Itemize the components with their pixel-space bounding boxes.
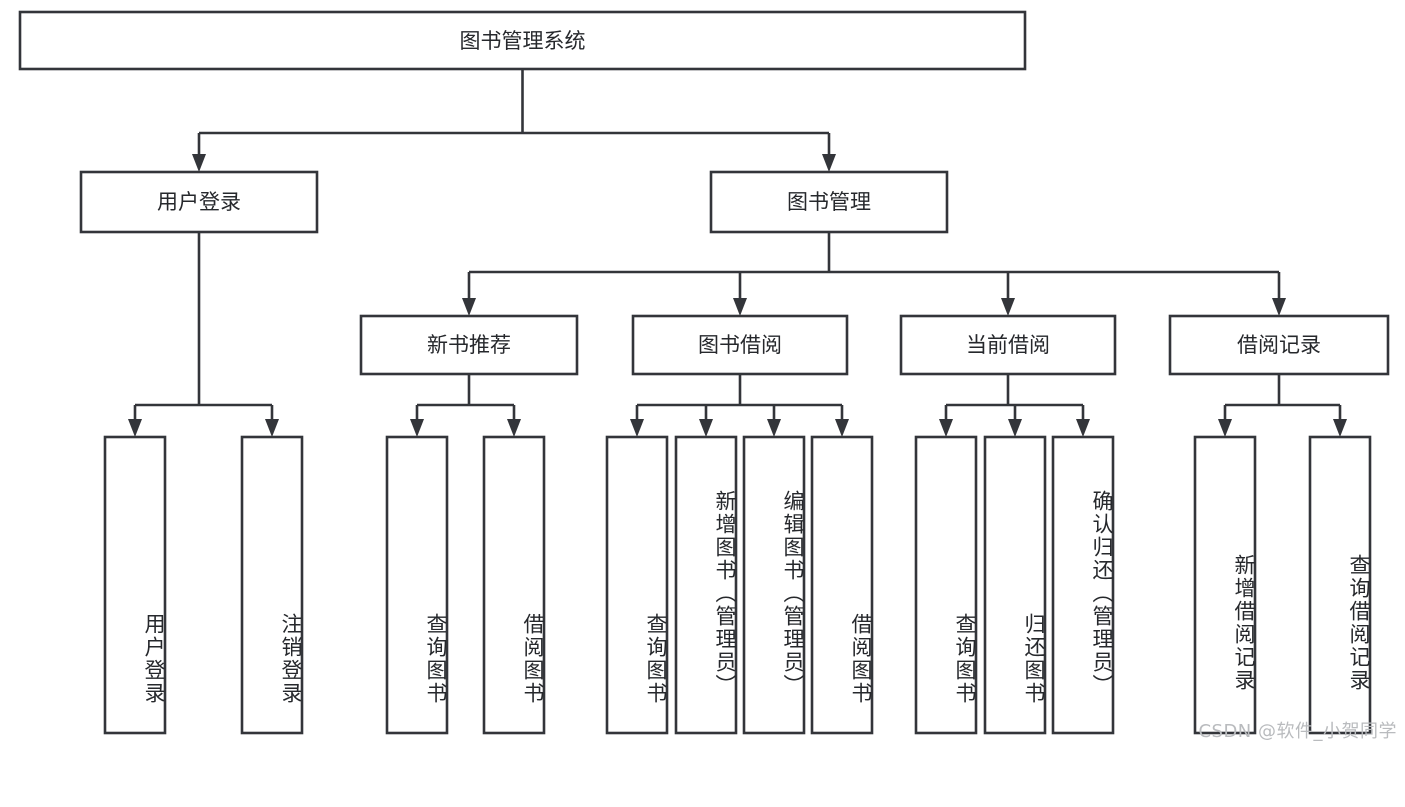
node-new-book-recommend[interactable]: 新书推荐 xyxy=(359,314,579,376)
arrow-head-icon xyxy=(1333,419,1347,437)
leaf-box-borrow-book-new[interactable] xyxy=(482,435,546,735)
arrow-head-icon xyxy=(192,154,206,172)
node-book-borrow[interactable]: 图书借阅 xyxy=(631,314,849,376)
node-borrow-record-label: 借阅记录 xyxy=(1237,333,1321,357)
arrow-head-icon xyxy=(699,419,713,437)
node-borrow-record-box[interactable] xyxy=(1168,314,1390,376)
connector-layer xyxy=(128,69,1347,437)
node-user-login-label: 用户登录 xyxy=(157,190,241,214)
node-book-management-label: 图书管理 xyxy=(787,190,871,214)
leaf-box-confirm-return-admin[interactable] xyxy=(1051,435,1115,735)
arrow-head-icon xyxy=(1076,419,1090,437)
diagram-canvas: 图书管理系统 用户登录 图书管理 新书推荐 图书借阅 当前借阅 借阅记录 xyxy=(18,10,1397,742)
arrow-head-icon xyxy=(1272,298,1286,316)
arrow-head-icon xyxy=(462,298,476,316)
node-book-management[interactable]: 图书管理 xyxy=(709,170,949,234)
csdn-watermark: CSDN @软件_小贺同学 xyxy=(1198,721,1397,742)
leaf-box-add-book-admin[interactable] xyxy=(674,435,738,735)
arrow-head-icon xyxy=(939,419,953,437)
arrow-head-icon xyxy=(733,298,747,316)
leaf-box-layer xyxy=(103,435,1372,735)
node-new-book-recommend-box[interactable] xyxy=(359,314,579,376)
flowchart-svg: 图书管理系统 用户登录 图书管理 新书推荐 图书借阅 当前借阅 借阅记录 xyxy=(18,10,1390,735)
leaf-box-add-borrow-record[interactable] xyxy=(1193,435,1257,735)
node-borrow-record[interactable]: 借阅记录 xyxy=(1168,314,1390,376)
node-current-borrow[interactable]: 当前借阅 xyxy=(899,314,1117,376)
leaf-box-user-login[interactable] xyxy=(103,435,167,735)
node-root-label: 图书管理系统 xyxy=(460,29,586,53)
leaf-box-return-book[interactable] xyxy=(983,435,1047,735)
node-new-book-recommend-label: 新书推荐 xyxy=(427,333,511,357)
leaf-box-query-book-current[interactable] xyxy=(914,435,978,735)
arrow-head-icon xyxy=(128,419,142,437)
arrow-head-icon xyxy=(1001,298,1015,316)
arrow-head-icon xyxy=(507,419,521,437)
leaf-box-borrow-book[interactable] xyxy=(810,435,874,735)
node-root-box[interactable] xyxy=(18,10,1027,71)
arrow-head-icon xyxy=(1218,419,1232,437)
node-current-borrow-box[interactable] xyxy=(899,314,1117,376)
arrow-head-icon xyxy=(767,419,781,437)
arrow-head-icon xyxy=(630,419,644,437)
node-user-login-box[interactable] xyxy=(79,170,319,234)
arrow-head-icon xyxy=(1008,419,1022,437)
leaf-box-query-book-new[interactable] xyxy=(385,435,449,735)
node-root[interactable]: 图书管理系统 xyxy=(18,10,1027,71)
arrow-head-icon xyxy=(265,419,279,437)
arrow-head-icon xyxy=(835,419,849,437)
node-book-borrow-label: 图书借阅 xyxy=(698,333,782,357)
leaf-box-edit-book-admin[interactable] xyxy=(742,435,806,735)
leaf-box-query-borrow-record[interactable] xyxy=(1308,435,1372,735)
leaf-box-query-book[interactable] xyxy=(605,435,669,735)
node-user-login[interactable]: 用户登录 xyxy=(79,170,319,234)
node-book-management-box[interactable] xyxy=(709,170,949,234)
node-current-borrow-label: 当前借阅 xyxy=(966,333,1050,357)
leaf-box-logout[interactable] xyxy=(240,435,304,735)
arrow-head-icon xyxy=(822,154,836,172)
arrow-head-icon xyxy=(410,419,424,437)
node-book-borrow-box[interactable] xyxy=(631,314,849,376)
